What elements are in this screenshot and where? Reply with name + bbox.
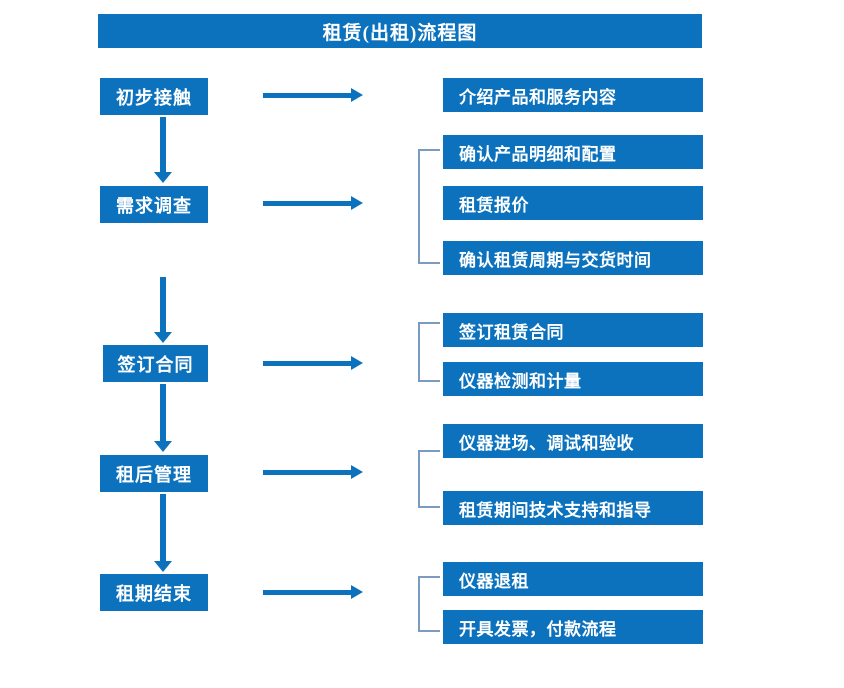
horizontal-arrow-5 xyxy=(263,585,363,599)
vertical-arrow-4-to-5 xyxy=(154,494,172,572)
stage-box-4[interactable]: 租后管理 xyxy=(100,455,208,492)
detail-box-5-1[interactable]: 仪器退租 xyxy=(443,562,703,596)
vertical-arrow-1-to-2 xyxy=(154,117,172,183)
horizontal-arrow-1 xyxy=(263,88,363,102)
stage-box-5[interactable]: 租期结束 xyxy=(100,574,208,611)
stage-box-1[interactable]: 初步接触 xyxy=(100,78,208,115)
stage-box-2[interactable]: 需求调查 xyxy=(100,186,208,223)
detail-box-1-1[interactable]: 介绍产品和服务内容 xyxy=(443,78,703,112)
group-bracket-5 xyxy=(418,576,440,632)
detail-box-5-2[interactable]: 开具发票，付款流程 xyxy=(443,610,703,644)
detail-box-2-1[interactable]: 确认产品明细和配置 xyxy=(443,135,703,169)
horizontal-arrow-3 xyxy=(263,356,363,370)
group-bracket-4 xyxy=(418,450,440,508)
diagram-title: 租赁(出租)流程图 xyxy=(98,14,702,48)
detail-box-3-2[interactable]: 仪器检测和计量 xyxy=(443,362,703,396)
detail-box-2-3[interactable]: 确认租赁周期与交货时间 xyxy=(443,241,703,275)
horizontal-arrow-4 xyxy=(263,465,363,479)
detail-box-2-2[interactable]: 租赁报价 xyxy=(443,186,703,220)
detail-box-4-2[interactable]: 租赁期间技术支持和指导 xyxy=(443,491,703,525)
stage-box-3[interactable]: 签订合同 xyxy=(103,345,208,382)
group-bracket-2 xyxy=(418,149,440,264)
detail-box-3-1[interactable]: 签订租赁合同 xyxy=(443,313,703,347)
horizontal-arrow-2 xyxy=(263,196,363,210)
vertical-arrow-3-to-4 xyxy=(154,384,172,452)
detail-box-4-1[interactable]: 仪器进场、调试和验收 xyxy=(443,424,703,458)
group-bracket-3 xyxy=(418,322,440,382)
vertical-arrow-2-to-3 xyxy=(154,277,172,343)
